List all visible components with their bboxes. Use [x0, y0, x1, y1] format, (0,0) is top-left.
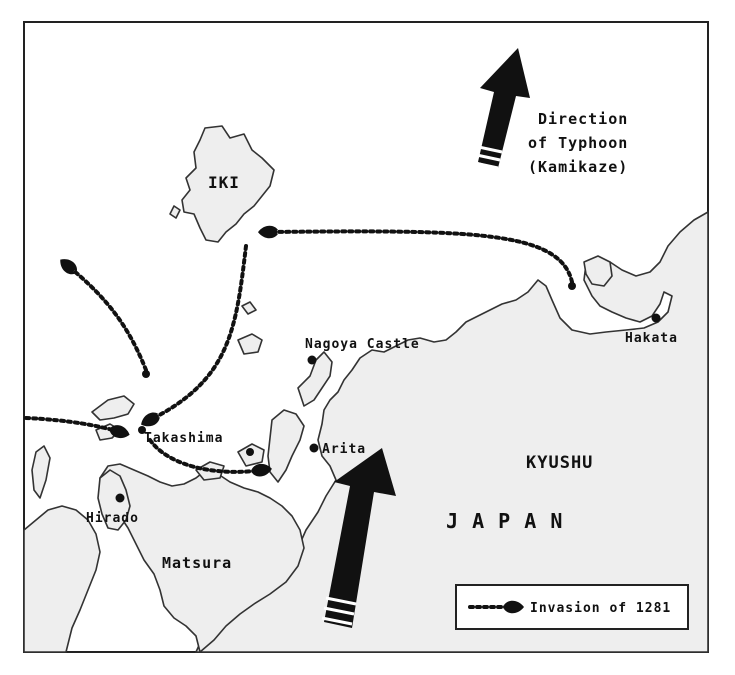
typhoon-arrow-south-shape	[324, 448, 396, 628]
label-kyushu: KYUSHU	[526, 453, 593, 473]
typhoon-arrow-north-stripe-3	[473, 144, 503, 154]
typhoon-arrow-south-stripe-1	[321, 616, 353, 626]
location-dots	[115, 282, 661, 503]
legend-ship-icon	[504, 600, 524, 614]
nagoya-peninsula	[297, 351, 333, 407]
islet-near-castle	[237, 333, 263, 355]
dot-arita	[309, 443, 319, 453]
dot-nagoya-castle	[307, 355, 317, 365]
label-direction-line1: Direction	[538, 110, 628, 128]
land-group	[23, 125, 709, 653]
route-iki-to-takashima	[148, 244, 248, 422]
route-west-to-takashima-ship-icon	[109, 425, 130, 439]
route-takashima-east-ship-icon	[251, 463, 272, 477]
route-iki-to-takashima-ship-icon	[141, 412, 160, 427]
label-iki: IKI	[208, 173, 240, 192]
legend-route-sample	[468, 600, 524, 614]
label-matsura: Matsura	[162, 554, 232, 572]
hirado-island	[97, 469, 131, 531]
dot-route-north	[142, 370, 150, 378]
legend: Invasion of 1281	[455, 584, 689, 630]
label-japan: J A P A N	[446, 509, 563, 533]
dot-route-start	[568, 282, 576, 290]
islet-takashima-1	[91, 395, 135, 421]
west-coast-land	[23, 505, 101, 653]
islet-west-1	[31, 445, 51, 499]
islet-north	[241, 301, 257, 315]
arita-peninsula	[267, 409, 305, 483]
matsura-peninsula	[99, 463, 305, 653]
route-hakata-to-iki	[266, 229, 574, 284]
typhoon-arrow-south-stripe-3	[325, 596, 357, 606]
label-direction-line2: of Typhoon	[528, 134, 628, 152]
typhoon-arrow-north-shape	[478, 48, 530, 168]
route-takashima-east	[148, 438, 264, 474]
legend-label: Invasion of 1281	[530, 601, 671, 616]
typhoon-arrow-north-stripe-2	[471, 152, 501, 162]
dot-hirado	[115, 493, 125, 503]
label-takashima: Takashima	[144, 431, 223, 446]
iki-island	[181, 125, 275, 243]
dot-takashima	[138, 426, 146, 434]
label-arita: Arita	[322, 442, 366, 457]
typhoon-arrow-south-stripe-2	[323, 606, 355, 616]
label-hirado: Hirado	[86, 511, 139, 526]
hakata-inner-land	[583, 255, 613, 287]
route-hakata-to-iki-ship-icon	[258, 225, 279, 239]
iki-islet	[169, 205, 181, 219]
route-west-to-takashima	[24, 416, 122, 434]
kyushu-mainland	[195, 211, 709, 653]
typhoon-arrow-north	[469, 48, 530, 170]
route-north-retreat	[66, 264, 148, 372]
label-hakata: Hakata	[625, 331, 678, 346]
typhoon-arrow-south	[321, 448, 396, 628]
dot-hakata	[651, 313, 661, 323]
dot-arita-isle	[246, 448, 254, 456]
label-nagoya-castle: Nagoya Castle	[305, 337, 420, 352]
label-direction-line3: (Kamikaze)	[528, 158, 628, 176]
invasion-routes	[24, 225, 574, 477]
route-north-retreat-ship-icon	[60, 259, 77, 275]
typhoon-arrow-north-stripe-1	[469, 160, 499, 170]
